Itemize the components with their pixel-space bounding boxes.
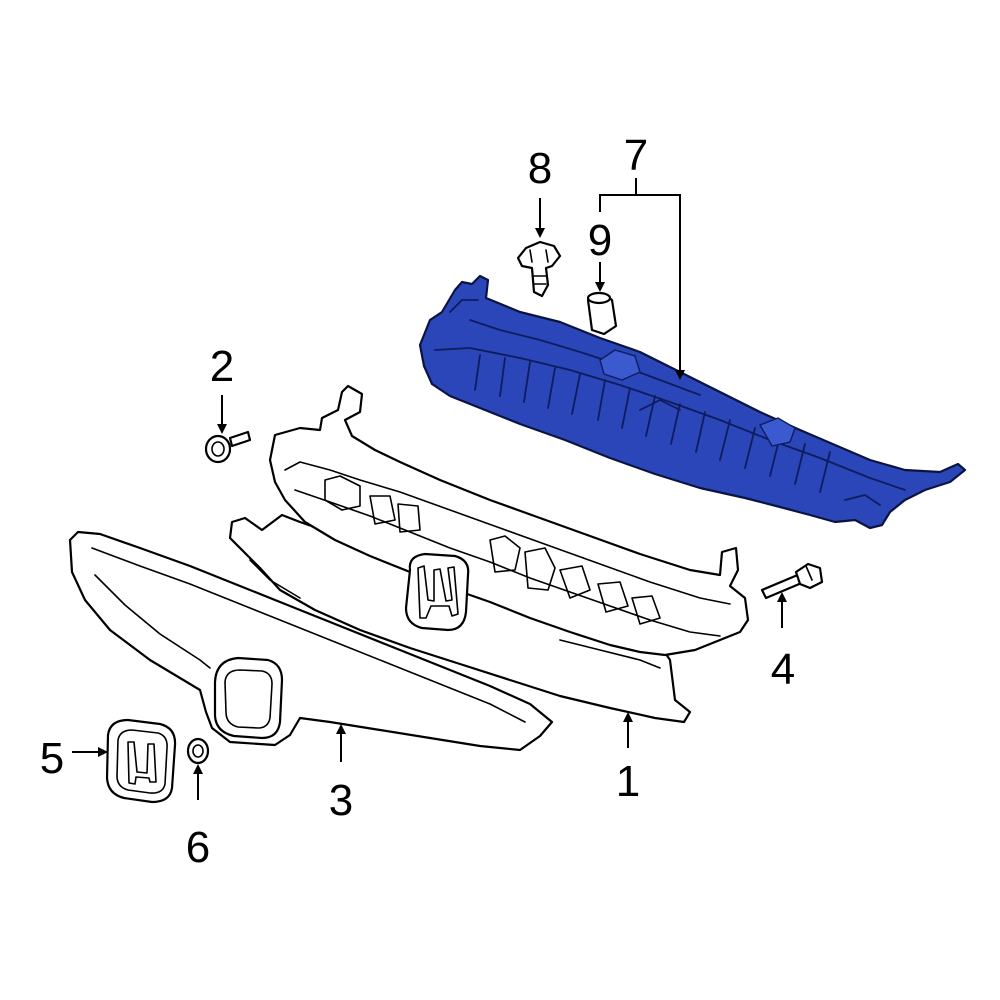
grille-assembly-part-1[interactable]: [228, 384, 750, 724]
callout-2: 2: [210, 342, 234, 391]
callout-1: 1: [616, 757, 640, 806]
emblem-part-5[interactable]: [105, 718, 177, 804]
callout-labels: 1 2 3 4 5 6 7 8 9: [40, 131, 795, 872]
leader-7: [599, 194, 685, 380]
washer-part-6[interactable]: [186, 737, 210, 765]
cap-part-9[interactable]: [586, 291, 618, 336]
upper-cover-part-7[interactable]: [418, 274, 967, 530]
bolt-part-4[interactable]: [760, 562, 824, 600]
clip-part-8[interactable]: [516, 240, 562, 298]
callout-7: 7: [624, 131, 648, 180]
callout-9: 9: [588, 216, 612, 265]
callout-6: 6: [186, 823, 210, 872]
bolt-part-2[interactable]: [204, 430, 252, 464]
callout-5: 5: [40, 734, 64, 783]
callout-3: 3: [329, 776, 353, 825]
leader-lines: [72, 178, 787, 800]
callout-4: 4: [771, 645, 795, 694]
garnish-molding-part-3[interactable]: [68, 530, 554, 752]
callout-8: 8: [528, 144, 552, 193]
